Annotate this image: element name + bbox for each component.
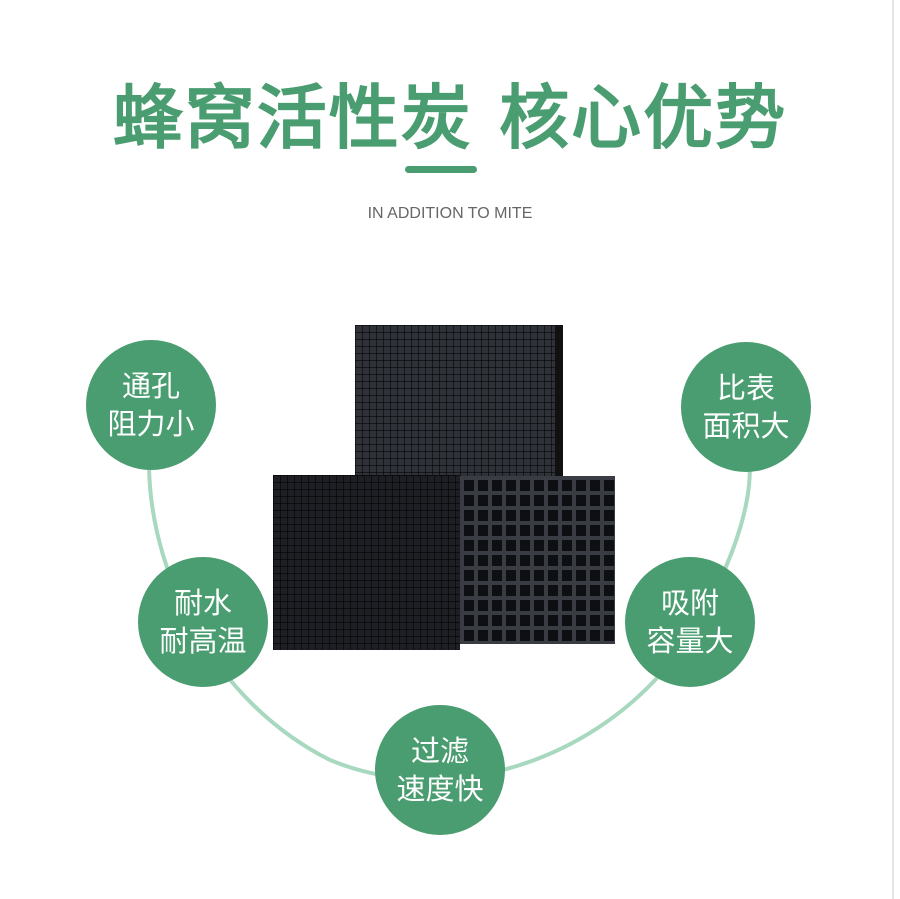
- feature-badge: 通孔阻力小: [86, 340, 216, 470]
- feature-line: 耐水: [173, 586, 232, 620]
- subtitle: IN ADDITION TO MITE: [367, 205, 533, 222]
- right-border: [892, 0, 894, 899]
- feature-line: 吸附: [660, 586, 719, 620]
- feature-badge: 吸附容量大: [625, 557, 755, 687]
- honeycomb-block-right: [460, 476, 615, 644]
- feature-badge: 比表面积大: [681, 342, 811, 472]
- feature-line: 容量大: [646, 624, 734, 658]
- feature-line: 阻力小: [107, 407, 195, 441]
- feature-line: 过滤: [410, 734, 469, 768]
- feature-line: 速度快: [396, 772, 484, 806]
- feature-line: 通孔: [121, 369, 180, 403]
- feature-line: 比表: [716, 371, 775, 405]
- feature-line: 面积大: [702, 409, 790, 443]
- page-title: 蜂窝活性炭 核心优势: [112, 77, 788, 159]
- honeycomb-block-left: [273, 475, 460, 650]
- honeycomb-block-back-side: [555, 325, 563, 485]
- title-divider: [405, 166, 477, 173]
- feature-badge: 过滤速度快: [375, 705, 505, 835]
- feature-badge: 耐水耐高温: [138, 557, 268, 687]
- honeycomb-block-back: [355, 325, 555, 490]
- feature-line: 耐高温: [159, 624, 247, 658]
